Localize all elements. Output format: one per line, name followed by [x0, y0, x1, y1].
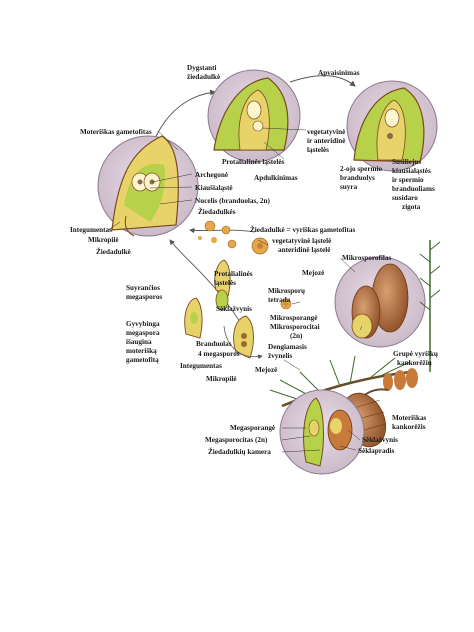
leader-lines — [107, 127, 363, 453]
label-mikrosporocitai-1: Mikrosporocitai — [270, 323, 320, 331]
pollen-grains — [198, 220, 292, 310]
megaspore-development — [184, 259, 263, 360]
label-mikrosporu-2: tetrada — [268, 296, 291, 304]
label-susilieja-6: zigota — [402, 203, 421, 211]
label-vegetatyvine: vegetatyvinė — [307, 128, 346, 136]
label-ziedadulke-vyriskas: Žiedadulkė = vyriškas gametofitas — [250, 226, 356, 234]
label-4megasporos: 4 megasporos — [198, 350, 240, 358]
circle-megasporangium — [279, 389, 365, 475]
label-moteriskas-gametofitas: Moteriškas gametofitas — [80, 128, 152, 136]
circle-male-cones — [334, 256, 426, 348]
label-mejoze-2: Mejozė — [255, 366, 278, 374]
label-mikropile-mid: Mikropilė — [206, 375, 237, 383]
label-gyvybinga-3: išaugina — [126, 338, 152, 346]
label-ziedadulke-top: žiedadulkė — [187, 73, 221, 81]
label-protalialines2-2: ląstelės — [214, 279, 236, 287]
label-lasteles: ląstelės — [307, 146, 329, 154]
circle-germinating-pollen — [207, 69, 301, 163]
label-branduolas: Branduolas — [196, 340, 232, 348]
pine-branch — [269, 240, 441, 408]
label-kiausialaste: Kiaušialąstė — [195, 184, 233, 192]
label-megasporange: Megasporangė — [230, 424, 276, 432]
label-mikropile-top: Mikropilė — [88, 236, 119, 244]
label-seklazvynis-2: Sėklažvynis — [362, 436, 398, 444]
label-gyvybinga-1: Gyvybinga — [126, 320, 160, 328]
label-gyvybinga-5: gametofitą — [126, 356, 159, 364]
label-apdulkinimas: Apdulkinimas — [254, 174, 298, 182]
label-suyrancios-1: Suyrančios — [126, 284, 160, 292]
label-integumentas-mid: Integumentas — [180, 362, 222, 370]
label-mikrosporofilas: Mikrosporofilas — [342, 254, 392, 262]
label-moteriskas-kank-2: kankorėžis — [392, 423, 426, 431]
label-gyvybinga-4: moterišką — [126, 347, 157, 355]
label-anteridine-lastele: anteridinė ląstelė — [278, 246, 331, 254]
circle-fertilization — [346, 80, 438, 172]
circle-ovule — [97, 135, 199, 237]
label-dengiamasis-2: žvynelis — [268, 352, 293, 360]
label-grupe-1: Grupė vyriškų — [393, 350, 438, 358]
label-ziedadulkiu-kamera: Žiedadulkių kamera — [208, 448, 271, 456]
label-nucelis: Nucelis (branduolas, 2n) — [195, 197, 270, 205]
label-ziedadulke-left: Žiedadulkė — [96, 248, 131, 256]
label-mejoze-1: Mejozė — [302, 269, 325, 277]
label-susilieja-4: branduoliams — [392, 185, 435, 193]
label-megasporocitas: Megasporocitas (2n) — [205, 436, 268, 444]
label-grupe-2: kankorėžių — [397, 359, 432, 367]
label-susilieja-3: ir spermio — [392, 176, 424, 184]
arrow-pollen-to-ovule — [189, 227, 256, 234]
label-mikrosporu-1: Mikrosporų — [268, 287, 306, 295]
label-2ojo-1: 2-ojo spermio — [340, 165, 383, 173]
label-susilieja-5: susidaro — [392, 194, 418, 202]
label-susilieja-1: Susiliejus — [392, 158, 422, 166]
label-suyrancios-2: megasporos — [126, 293, 163, 301]
label-2ojo-3: suyra — [340, 183, 358, 191]
label-mikrosporange: Mikrosporangė — [270, 314, 318, 322]
label-archegone: Archegonė — [195, 171, 229, 179]
label-dygstanti: Dygstanti — [187, 64, 217, 72]
label-moteriskas-kank-1: Moteriškas — [392, 414, 427, 422]
label-2ojo-2: branduolys — [340, 174, 375, 182]
label-protalialines2-1: Protalialinės — [214, 270, 253, 278]
label-integumentas-top: Integumentas — [70, 226, 112, 234]
arrow-return — [169, 239, 246, 331]
label-mikrosporocitai-2: (2n) — [290, 332, 303, 340]
label-seklazvynis-1: Sėklažvynis — [216, 305, 252, 313]
label-susilieja-2: kiaušialąstės — [392, 167, 431, 175]
label-protalialines-lasteles: Protalialinės ląstelės — [222, 158, 285, 166]
label-gyvybinga-2: megaspora — [126, 329, 160, 337]
label-vegetatyvine-lastele: vegetatyvinė ląstelė — [272, 237, 332, 245]
label-ir-anteridine: ir anteridinė — [307, 137, 346, 145]
arrow-fertilization — [289, 75, 356, 87]
label-dengiamasis-1: Dengiamasis — [268, 343, 307, 351]
label-ziedadulkes: Žiedadulkės — [198, 208, 236, 216]
label-seklapradis: Sėklapradis — [358, 447, 395, 455]
label-apvaisinimas: Apvaisinimas — [318, 69, 360, 77]
